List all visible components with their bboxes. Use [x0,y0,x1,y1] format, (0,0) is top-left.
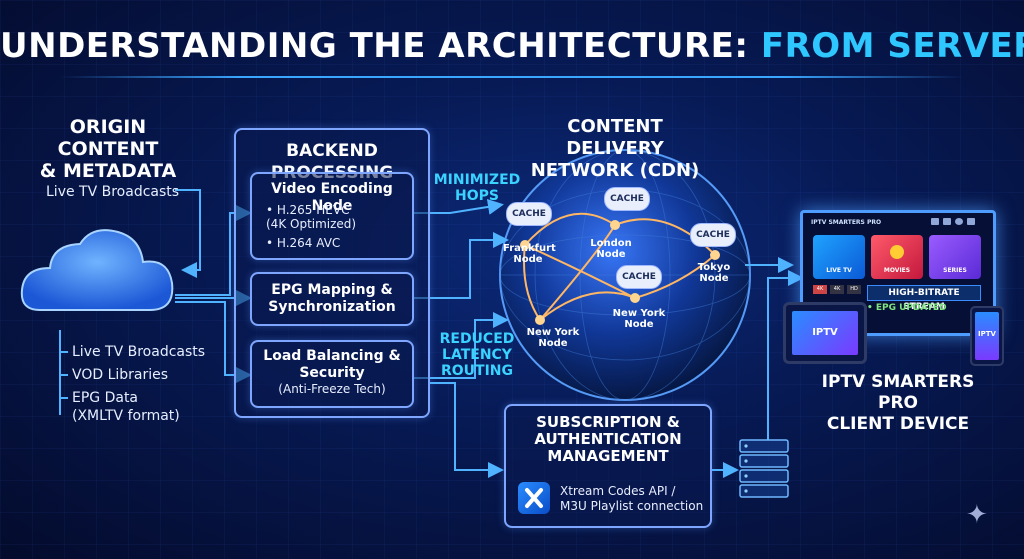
tv-icon-2 [943,218,951,225]
cache-cloud-frankfurt: CACHE [506,202,552,226]
epg-updated-text: EPG UPDATED [875,303,947,313]
subscription-panel: SUBSCRIPTION & AUTHENTICATION MANAGEMENT… [504,404,712,528]
encoding-bullet-avc-text: H.264 AVC [276,236,341,250]
origin-cloud [20,229,174,311]
page-title: UNDERSTANDING THE ARCHITECTURE: FROM SER… [0,26,1024,66]
badge-1: 4K [813,285,827,294]
load-balancing-box: Load Balancing & Security (Anti-Freeze T… [250,340,414,408]
tile-series[interactable]: SERIES [929,235,981,279]
phone-device: IPTV [970,306,1004,366]
stream-banner: HIGH-BITRATE STREAM [867,285,981,312]
load-balancing-subtitle: (Anti-Freeze Tech) [278,382,386,396]
phone-logo: IPTV [978,330,996,338]
tablet-screen: IPTV [792,311,858,355]
epg-mapping-box: EPG Mapping & Synchronization [250,272,414,326]
cdn-node-dots [520,220,720,325]
tablet-logo: IPTV [812,327,838,338]
origin-top-label: Live TV Broadcasts [46,184,180,200]
tv-toolbar-icons [931,218,987,226]
encoding-bullet-avc: • H.264 AVC [266,236,341,250]
encoding-bullet-hevc-text: H.265 HEVC (4K Optimized) [266,203,357,231]
cache-label-tokyo: CACHE [696,230,730,240]
origin-item-epg: EPG Data (XMLTV format) [72,390,180,424]
encoding-node-box: Video Encoding Node • H.265 HEVC (4K Opt… [250,172,414,260]
tv-icon-4 [967,218,975,225]
node-label-newyork-2: New York Node [612,308,666,330]
server-stack-icon [739,439,789,498]
subscription-header: SUBSCRIPTION & AUTHENTICATION MANAGEMENT [534,413,682,465]
node-label-tokyo: Tokyo Node [697,262,731,284]
cache-label-newyork: CACHE [622,272,656,282]
node-label-frankfurt: Frankfurt Node [503,243,556,265]
cdn-header: CONTENT DELIVERY NETWORK (CDN) [530,116,700,181]
epg-updated-label: • EPG UPDATED [867,303,947,313]
cache-label-london: CACHE [610,194,644,204]
origin-item-vod: VOD Libraries [72,367,169,383]
minimized-hops-label: MINIMIZED HOPS [433,172,521,204]
cache-cloud-london: CACHE [604,187,650,211]
badge-2: 4K [830,285,844,294]
node-label-newyork-1: New York Node [526,327,580,349]
cache-cloud-tokyo: CACHE [690,223,736,247]
movies-play-icon [890,245,904,259]
tile-movies[interactable]: MOVIES [871,235,923,279]
xtream-logo-icon [518,482,550,514]
badge-3: HD [847,285,861,294]
cache-cloud-newyork: CACHE [616,265,662,289]
phone-screen: IPTV [975,312,999,360]
tv-brand-label: IPTV SMARTERS PRO [811,219,882,226]
title-underline [60,76,964,78]
tv-quality-badges: 4K 4K HD [813,285,861,294]
tile-live-tv-label: LIVE TV [826,267,852,274]
tile-movies-label: MOVIES [883,267,911,274]
api-connection-text: Xtream Codes API / M3U Playlist connecti… [560,484,704,513]
client-caption: IPTV SMARTERS PRO CLIENT DEVICE [821,372,975,434]
encoding-node-title: Video Encoding Node [271,181,393,214]
epg-mapping-title: EPG Mapping & Synchronization [268,282,396,315]
tile-series-label: SERIES [943,267,967,274]
tablet-device: IPTV [783,302,867,364]
tile-live-tv[interactable]: LIVE TV [813,235,865,279]
encoding-bullet-hevc: • H.265 HEVC (4K Optimized) [266,203,357,231]
tv-icon-3 [955,218,963,225]
cache-label-frankfurt: CACHE [512,209,546,219]
sparkle-icon: ✦ [966,500,988,530]
tv-icon-1 [931,218,939,225]
load-balancing-title: Load Balancing & Security [263,348,401,381]
tv-screen: IPTV SMARTERS PRO LIVE TV MOVIES SERIES … [800,210,996,336]
title-part1: UNDERSTANDING THE ARCHITECTURE: [0,26,749,66]
origin-item-live-tv: Live TV Broadcasts [72,344,206,360]
reduced-latency-label: REDUCED LATENCY ROUTING [439,331,515,379]
cdn-routes [523,212,716,321]
title-part2: FROM SERVER TO SCREEN [760,26,1024,66]
origin-header: ORIGIN CONTENT & METADATA [39,116,177,182]
node-label-london: London Node [590,238,632,260]
